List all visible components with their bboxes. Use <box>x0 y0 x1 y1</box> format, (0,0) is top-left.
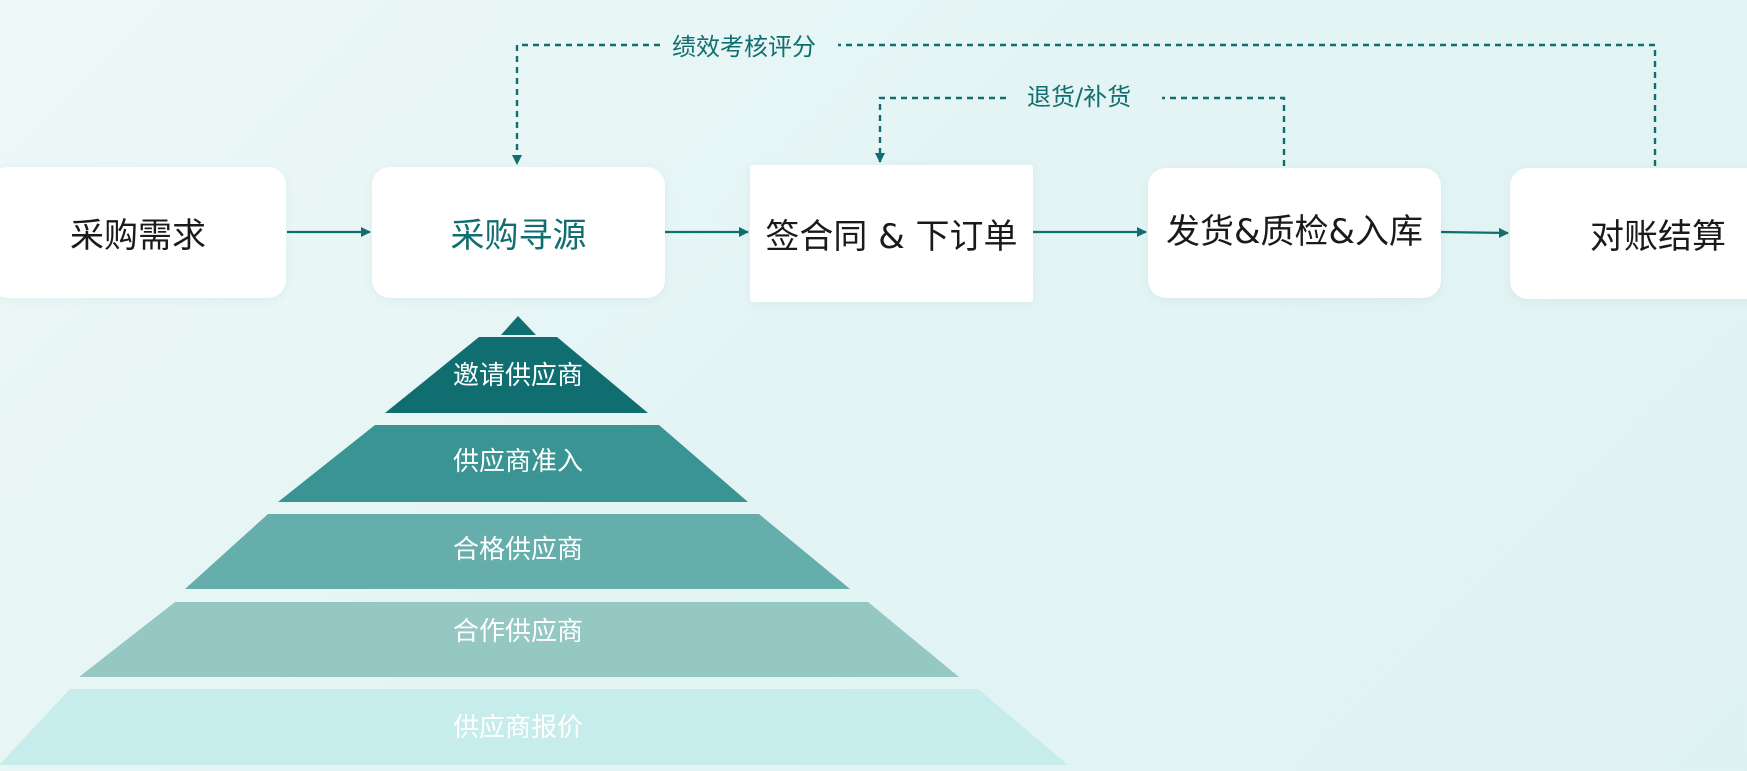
pyramid-tier-4-label: 合作供应商 <box>452 617 583 647</box>
pyramid-tier-2 <box>278 425 748 502</box>
step-settlement: 对账结算 <box>1510 168 1747 299</box>
pyramid-tier-5 <box>0 689 1068 765</box>
step-delivery: 发货&质检&入库 <box>1148 168 1441 298</box>
pyramid-tier-1-label: 邀请供应商 <box>452 361 583 391</box>
arrow-delivery-to-settlement <box>1440 227 1509 238</box>
pyramid-tier-3-label: 合格供应商 <box>452 535 583 565</box>
pyramid-apex <box>501 316 536 335</box>
pyramid-tier-4 <box>79 602 959 677</box>
pyramid-tier-5-label: 供应商报价 <box>452 713 583 743</box>
label-performance-score: 绩效考核评分 <box>672 33 816 61</box>
label-returns-replenish: 退货/补货 <box>1027 83 1132 111</box>
pyramid-tier-1 <box>385 337 648 413</box>
step-sourcing: 采购寻源 <box>372 167 665 298</box>
step-demand: 采购需求 <box>0 167 286 298</box>
feedback-performance-loop <box>517 43 1657 166</box>
feedback-returns-loop <box>880 96 1286 166</box>
pyramid-tier-2-label: 供应商准入 <box>452 447 583 477</box>
pyramid-tier-3 <box>185 514 850 589</box>
step-contract: 签合同 & 下订单 <box>750 165 1033 302</box>
